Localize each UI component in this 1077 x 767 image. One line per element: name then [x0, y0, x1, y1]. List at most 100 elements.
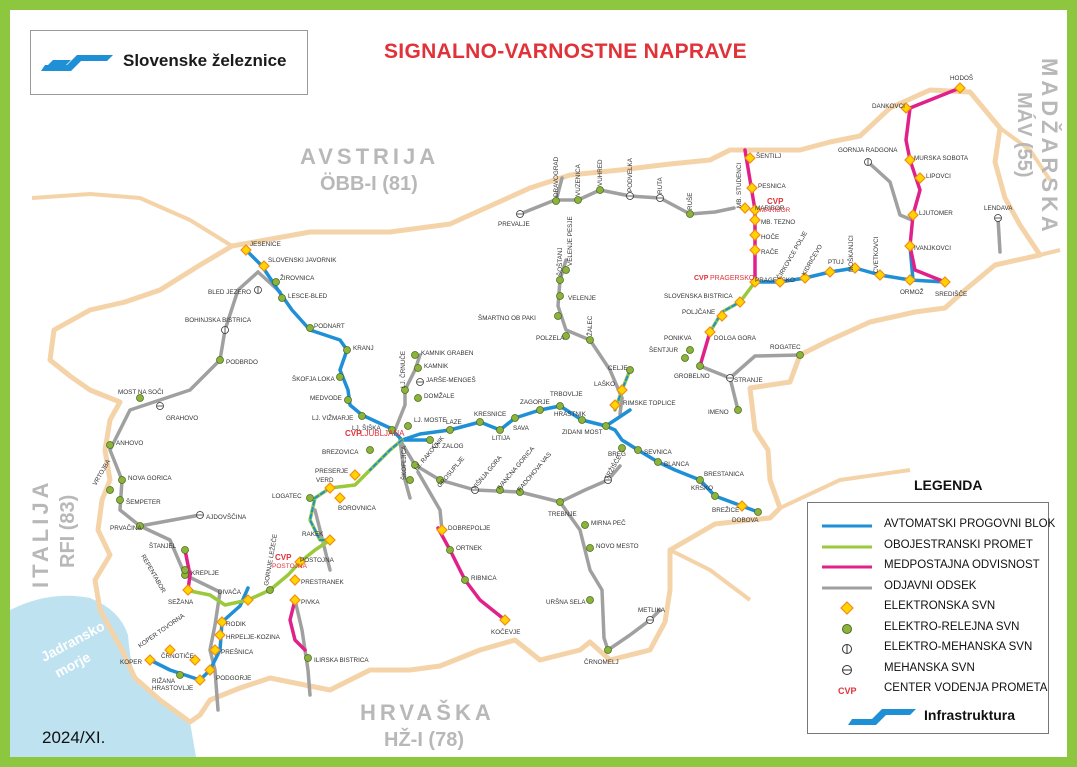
- station: RIŽANA: [152, 671, 184, 685]
- station: JARŠE-MENGEŠ: [416, 375, 476, 386]
- legend-symbol-diamond: [840, 601, 854, 615]
- station-label: LJ. ŠIŠKA: [352, 423, 381, 432]
- electronic-svn-marker: [904, 240, 916, 252]
- station: PODVELKA: [626, 157, 634, 200]
- country-italy: ITALIJA: [28, 479, 53, 588]
- station-label: POSTOJNA: [300, 557, 335, 564]
- station: MB. STUDENCI: [736, 163, 751, 214]
- relay-svn-marker: [344, 396, 352, 404]
- station: ILIRSKA BISTRICA: [304, 654, 369, 664]
- station: RUŠE: [685, 193, 694, 218]
- station-label: KAMNIK GRABEN: [421, 350, 474, 357]
- relay-svn-marker: [411, 461, 419, 469]
- station: SLOVENSKI JAVORNIK: [258, 257, 337, 272]
- electronic-svn-marker: [914, 172, 926, 184]
- electronic-svn-marker: [349, 469, 361, 481]
- electronic-svn-marker: [954, 82, 966, 94]
- station: ŠOŠTANJ: [555, 247, 564, 284]
- station: PRESERJE: [315, 468, 361, 481]
- station: BREŽICE: [712, 500, 748, 514]
- station: ŽIROVNICA: [272, 273, 315, 286]
- station: REPENTABOR: [139, 554, 189, 595]
- electronic-svn-marker: [749, 229, 761, 241]
- electronic-svn-marker: [289, 574, 301, 586]
- station: IVANČNA GORICA: [495, 444, 537, 494]
- austria-border: [31, 191, 234, 248]
- station: MEDVODE: [310, 395, 352, 404]
- station-label: SEVNICA: [644, 449, 672, 456]
- station-label: ŽIROVNICA: [280, 273, 315, 282]
- country-austria-rail: ÖBB-I (81): [320, 172, 418, 195]
- station: KAMNIK: [414, 363, 449, 372]
- station-label: GRAHOVO: [166, 415, 198, 422]
- relay-svn-marker: [696, 362, 704, 370]
- station-label: SAVA: [513, 425, 530, 432]
- station: TRBOVLJE: [550, 391, 583, 410]
- relay-svn-marker: [696, 476, 704, 484]
- station-label: LENDAVA: [984, 205, 1013, 212]
- station: RIBNICA: [461, 575, 497, 584]
- station: CVETKOVCI: [873, 236, 886, 281]
- legend-item: ODJAVNI ODSEK: [808, 579, 1048, 597]
- country-hungary: MADŽARSKA: [1037, 58, 1062, 236]
- station: HRASTOVLJE: [152, 674, 206, 692]
- electronic-svn-marker: [144, 654, 156, 666]
- electro-mech-svn-marker: [864, 158, 872, 166]
- relay-svn-marker: [586, 596, 594, 604]
- station: BOROVNICA: [334, 492, 377, 512]
- station: ROGATEC: [770, 344, 804, 359]
- station-label: LJUTOMER: [919, 210, 953, 217]
- station: PRAGERSKO: [749, 276, 795, 288]
- legend-title: LEGENDA: [914, 477, 983, 493]
- map-title: SIGNALNO-VARNOSTNE NAPRAVE: [384, 40, 747, 63]
- station-label: LIPOVCI: [926, 173, 951, 180]
- station: ČRNOMELJ: [584, 646, 619, 666]
- station-label: VUZENICA: [575, 163, 582, 196]
- electronic-svn-marker: [289, 594, 301, 606]
- electronic-svn-marker: [216, 616, 228, 628]
- station-label: ŠENTJUR: [649, 345, 678, 354]
- station-label: KREPLJE: [191, 570, 219, 577]
- mechanical-svn-marker: [626, 192, 634, 200]
- electronic-svn-marker: [616, 384, 628, 396]
- electronic-svn-marker: [240, 244, 252, 256]
- relay-svn-marker: [536, 406, 544, 414]
- station: VELENJE PESJE: [562, 216, 574, 274]
- station: PESNICA: [746, 182, 786, 194]
- relay-svn-marker: [562, 332, 570, 340]
- mechanical-svn-marker: [994, 214, 1002, 222]
- brand-name: Slovenske železnice: [123, 51, 287, 70]
- station: ŠTANJEL: [149, 541, 189, 554]
- station-label: DOBREPOLJE: [448, 525, 490, 532]
- station-label: PREŠNICA: [221, 647, 254, 656]
- station-label: KRŠKO: [691, 483, 713, 492]
- country-croatia-rail: HŽ-I (78): [384, 727, 464, 751]
- electronic-svn-marker: [258, 260, 270, 272]
- station: LITIJA: [492, 426, 511, 442]
- station-label: RUTA: [657, 177, 664, 194]
- station: KOPER TOVORNA: [137, 612, 187, 656]
- station-label: MEDVODE: [310, 395, 342, 402]
- station: PIVKA: [289, 594, 320, 606]
- relay-svn-marker: [436, 476, 444, 484]
- station-label: PODNART: [314, 323, 345, 330]
- station: BLED JEZERO: [208, 286, 262, 296]
- station: ČRNOTIČE: [161, 651, 201, 666]
- relay-svn-marker: [711, 492, 719, 500]
- cvp-postojna: CVP POSTOJNA: [272, 553, 308, 570]
- svg-text:CVP: CVP: [345, 429, 362, 438]
- station: LOGATEC: [272, 493, 314, 502]
- electronic-svn-marker: [194, 674, 206, 686]
- legend-item: ELEKTRO-MEHANSKA SVN: [808, 640, 1048, 658]
- electronic-svn-marker: [209, 644, 221, 656]
- relay-svn-marker: [388, 426, 396, 434]
- edition-year: 2024/XI.: [42, 728, 106, 747]
- station: LJ. VIŽMARJE: [312, 412, 366, 422]
- station-label: RIBNICA: [471, 575, 497, 582]
- station-label: VELENJE PESJE: [567, 216, 574, 266]
- legend-label: ELEKTRONSKA SVN: [884, 600, 996, 612]
- station-label: MB. STUDENCI: [736, 163, 743, 208]
- station-label: RIMSKE TOPLICE: [623, 400, 676, 407]
